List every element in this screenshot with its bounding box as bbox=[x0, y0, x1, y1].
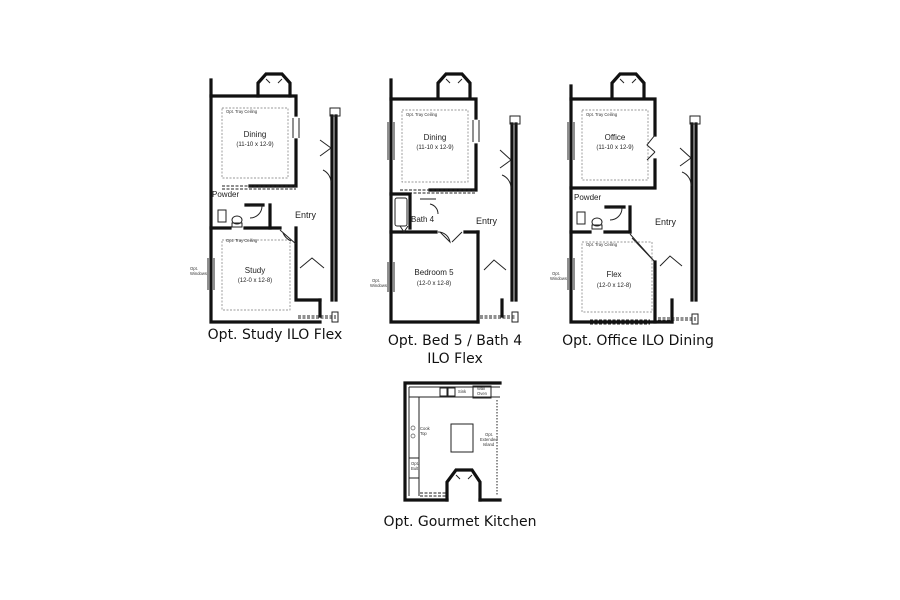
dining-room-dims: (11-10 x 12-9) bbox=[416, 145, 453, 151]
bedroom5-dims: (12-0 x 12-8) bbox=[417, 281, 451, 287]
island-label-3: Island bbox=[483, 442, 495, 447]
dining-room-dims: (11-10 x 12-9) bbox=[236, 142, 273, 148]
windows-label-1: Opt. bbox=[372, 278, 380, 283]
wall-oven-label-1: Wall bbox=[477, 386, 485, 391]
dining-tray-label: Opt. Tray Ceiling bbox=[226, 109, 258, 114]
flex-room-dims: (12-0 x 12-8) bbox=[597, 283, 631, 289]
study-room-dims: (12-0 x 12-8) bbox=[238, 278, 272, 284]
dining-room-label: Dining bbox=[424, 133, 447, 142]
island-label-1: Opt. bbox=[485, 432, 493, 437]
wall-oven-label-2: Oven bbox=[477, 391, 488, 396]
plan-office-ilo-dining: Opt. Tray Ceiling Office (11-10 x 12-9) … bbox=[550, 72, 701, 325]
dining-tray-label: Opt. Tray Ceiling bbox=[406, 112, 438, 117]
caption-line: ILO Flex bbox=[427, 351, 483, 367]
study-room-label: Study bbox=[245, 266, 265, 275]
island-label-2: Extended bbox=[480, 437, 498, 442]
windows-label-2: Windows bbox=[550, 276, 567, 281]
windows-label-2: Windows bbox=[190, 271, 207, 276]
caption-gourmet-kitchen: Opt. Gourmet Kitchen bbox=[375, 513, 545, 531]
powder-label: Powder bbox=[574, 193, 601, 202]
entry-label: Entry bbox=[655, 217, 677, 227]
sink-label: Sink bbox=[458, 389, 467, 394]
entry-label: Entry bbox=[295, 210, 317, 220]
office-room-dims: (11-10 x 12-9) bbox=[596, 145, 633, 151]
opt-built-label-2: Bult bbox=[411, 466, 419, 471]
bath4-label: Bath 4 bbox=[411, 215, 435, 224]
office-room-label: Office bbox=[605, 133, 626, 142]
caption-line: Opt. Office ILO Dining bbox=[562, 333, 714, 349]
windows-label-2: Windows bbox=[370, 283, 387, 288]
plan-bed5-bath4-ilo-flex: Opt. Tray Ceiling Dining (11-10 x 12-9) … bbox=[370, 72, 521, 324]
entry-label: Entry bbox=[476, 216, 498, 226]
powder-label: Powder bbox=[212, 190, 239, 199]
office-tray-label: Opt. Tray Ceiling bbox=[586, 112, 618, 117]
caption-bed5-bath4-ilo-flex: Opt. Bed 5 / Bath 4 ILO Flex bbox=[375, 332, 535, 368]
caption-office-ilo-dining: Opt. Office ILO Dining bbox=[548, 332, 728, 350]
cooktop-label-2: Top bbox=[420, 431, 427, 436]
windows-label-1: Opt. bbox=[190, 266, 198, 271]
caption-line: Opt. Study ILO Flex bbox=[207, 327, 343, 343]
plan-study-ilo-flex: Opt. Tray Ceiling Dining (11-10 x 12-9) … bbox=[190, 72, 341, 324]
flex-room-label: Flex bbox=[606, 270, 621, 279]
caption-study-ilo-flex: Opt. Study ILO Flex bbox=[195, 326, 355, 344]
windows-label-1: Opt. bbox=[552, 271, 560, 276]
bedroom5-label: Bedroom 5 bbox=[414, 268, 454, 277]
dining-room-label: Dining bbox=[244, 130, 267, 139]
caption-line: Opt. Gourmet Kitchen bbox=[383, 514, 537, 530]
study-tray-label: Opt. Tray Ceiling bbox=[226, 238, 258, 243]
plan-gourmet-kitchen: Sink Wall Oven Cook Top Opt. Extended Is… bbox=[403, 381, 502, 502]
caption-line: Opt. Bed 5 / Bath 4 bbox=[387, 333, 523, 349]
cooktop-label-1: Cook bbox=[420, 426, 431, 431]
opt-built-label-1: Opt. bbox=[411, 461, 419, 466]
flex-tray-label: Opt. Tray Ceiling bbox=[586, 242, 618, 247]
